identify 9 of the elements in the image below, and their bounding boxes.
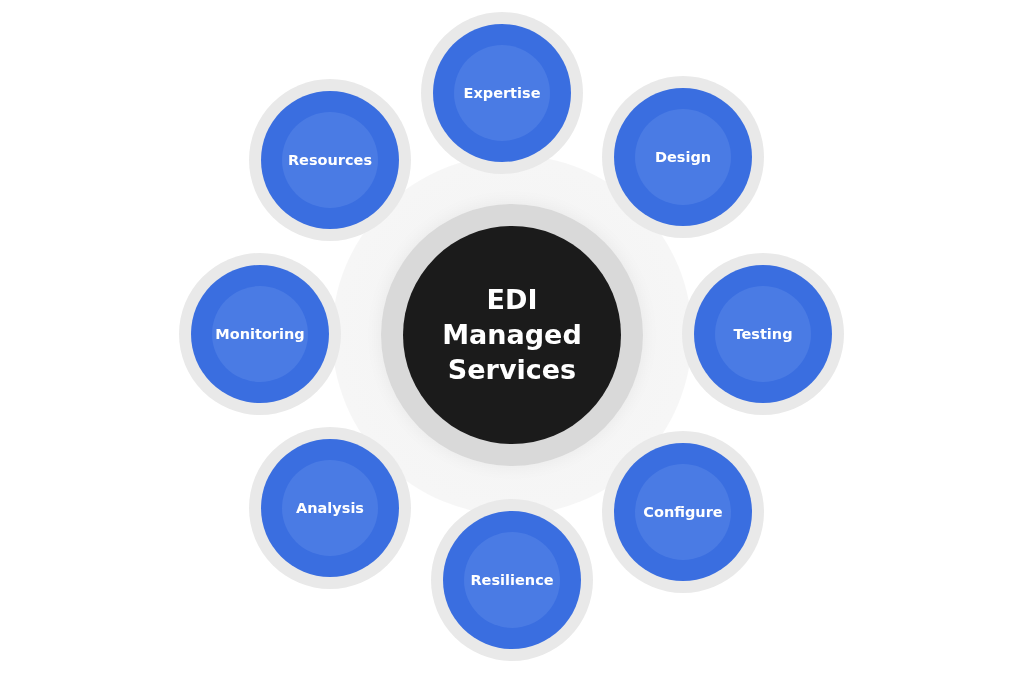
node-label: Expertise [463,85,541,101]
node-label: Configure [643,504,723,520]
node-label: Monitoring [215,326,305,342]
node-label: Resilience [470,572,554,588]
node-label: Testing [733,326,793,342]
node-label: Resources [287,152,373,168]
node-label: Design [654,149,712,165]
hub-title: EDI Managed Services [441,283,583,388]
node-label: Analysis [296,500,364,516]
